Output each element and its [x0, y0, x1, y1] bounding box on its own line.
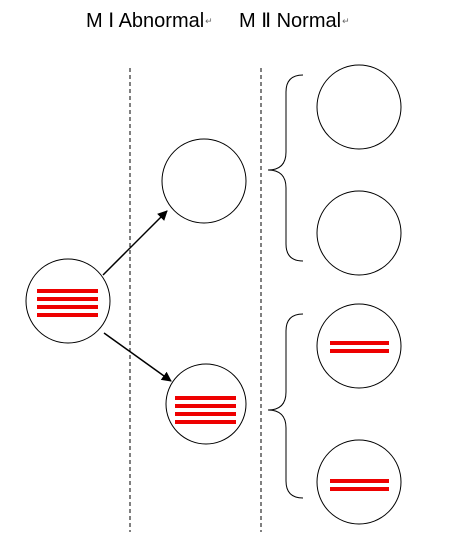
lower-brace — [267, 313, 304, 499]
parent-cell — [25, 258, 111, 344]
chromosome-bar — [330, 341, 389, 345]
arrow-to-lower-cell — [103, 332, 172, 382]
chromosome-bar — [175, 404, 236, 408]
chromosome-bar — [175, 396, 236, 400]
mii-cell-1 — [316, 64, 402, 150]
arrow-to-upper-cell — [102, 210, 168, 276]
chromosome-bar — [175, 420, 236, 424]
chromosome-bar — [37, 305, 98, 309]
mi-abnormal-title: M Ⅰ Abnormal↵ — [86, 8, 213, 33]
mi-upper-cell — [161, 138, 247, 224]
chromosome-bar — [330, 479, 389, 483]
chromosome-bar — [37, 313, 98, 317]
chromosome-bar — [330, 349, 389, 353]
chromosome-bar — [37, 289, 98, 293]
return-mark-icon: ↵ — [205, 16, 213, 27]
chromosome-bar — [330, 487, 389, 491]
chromosome-bars — [175, 396, 236, 424]
mii-normal-label: M Ⅱ Normal — [239, 10, 342, 32]
chromosome-bars — [330, 479, 389, 491]
chromosome-bars — [37, 289, 98, 317]
mii-normal-title: M Ⅱ Normal↵ — [239, 8, 350, 33]
mii-cell-2 — [316, 190, 402, 276]
upper-brace — [267, 74, 304, 262]
chromosome-bars — [330, 341, 389, 353]
chromosome-bar — [37, 297, 98, 301]
mii-cell-4 — [316, 439, 402, 525]
mi-lower-cell — [165, 363, 247, 445]
return-mark-icon: ↵ — [342, 16, 350, 27]
mi-abnormal-label: M Ⅰ Abnormal — [86, 10, 205, 32]
mii-cell-3 — [316, 303, 402, 389]
chromosome-bar — [175, 412, 236, 416]
